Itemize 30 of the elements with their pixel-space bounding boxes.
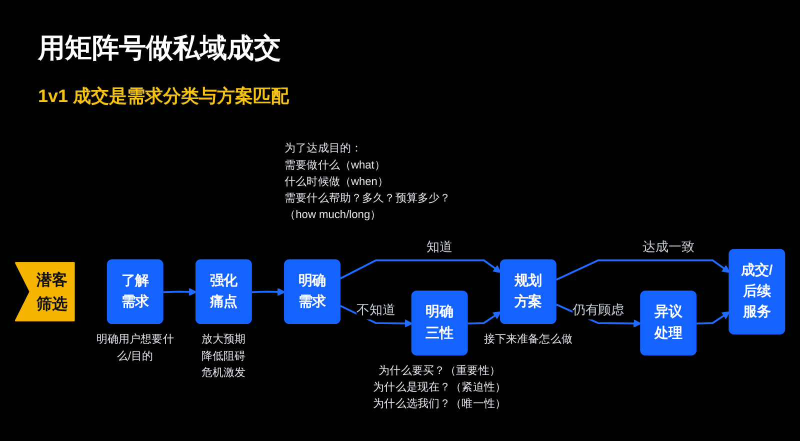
edge-label: 仍有顾虑 [572, 300, 624, 320]
subtitle: 1v1 成交是需求分类与方案匹配 [38, 85, 290, 108]
process-box: 了解需求 [106, 259, 164, 324]
process-box: 强化痛点 [196, 259, 252, 324]
note-text: 危机激发 [200, 364, 247, 381]
process-box: 成交/后续服务 [728, 249, 786, 334]
note-text: 为什么要买？（重要性） [378, 363, 502, 379]
arrow [340, 304, 413, 328]
title: 用矩阵号做私域成交 [38, 32, 281, 65]
note-text: 明确用户想要什么/目的 [95, 332, 175, 364]
note-text: 为什么选我们？（唯一性） [372, 396, 507, 412]
process-box: 规划方案 [500, 259, 556, 324]
note-text: 为什么是现在？（紧迫性） [372, 380, 507, 396]
arrow [163, 288, 197, 296]
arrow-shape: 潜客筛选 [14, 262, 75, 322]
arrow [556, 259, 730, 281]
note-text: 放大预期 [200, 332, 247, 348]
process-box: 明确需求 [284, 259, 340, 324]
note-text: 什么时候做（when） [284, 174, 390, 190]
arrow [468, 311, 502, 324]
process-box: 异议处理 [640, 290, 696, 356]
arrow [340, 259, 502, 280]
arrow [696, 311, 730, 324]
note-text: 降低阻碍 [200, 348, 247, 364]
process-box: 明确三性 [411, 290, 468, 356]
note-text: 为了达成目的： [284, 140, 364, 157]
arrow [252, 288, 286, 296]
note-text: 需要做什么（what） [284, 157, 386, 174]
note-text: 需要什么帮助？多久？预算多少？（how much/long） [284, 190, 452, 223]
note-text: 接下来准备怎么做 [482, 332, 574, 348]
